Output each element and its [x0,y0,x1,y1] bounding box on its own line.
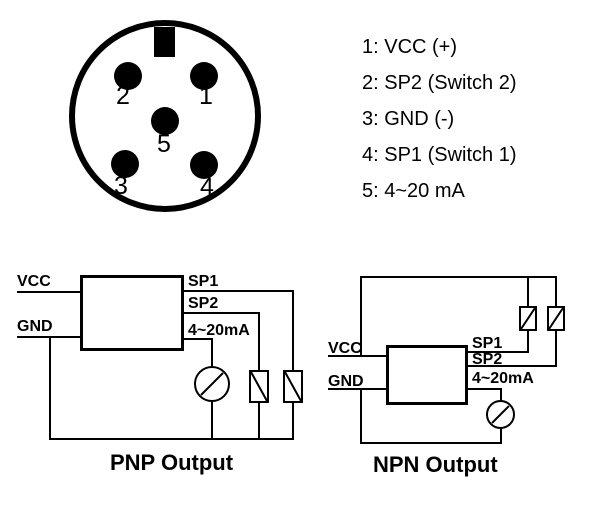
npn-load-resistor-1-icon [519,306,537,331]
pnp-gnd-drop-wire [49,336,51,440]
npn-load1-top-wire [527,276,529,306]
legend-item-4: 4: SP1 (Switch 1) [362,144,517,166]
pin-3-dot [111,150,139,178]
pin-2-number: 2 [116,82,130,110]
pin-4-number: 4 [200,173,214,201]
legend-item-5: 5: 4~20 mA [362,180,465,202]
npn-current-label: 4~20mA [472,370,534,387]
pnp-caption: PNP Output [110,450,234,475]
pin-5-number: 5 [157,130,171,158]
npn-vcc-riser-wire [360,276,362,357]
legend-item-1: 1: VCC (+) [362,36,458,58]
pnp-load-resistor-1-icon [249,370,269,403]
pnp-load1-bottom-wire [258,401,260,440]
npn-caption: NPN Output [373,452,498,477]
legend-item-2: 2: SP2 (Switch 2) [362,72,517,94]
pnp-sp2-label: SP2 [188,295,219,312]
pnp-current-wire [184,338,213,340]
npn-load-resistor-2-icon [547,306,565,331]
pnp-load-resistor-2-icon [283,370,303,403]
npn-sp2-label: SP2 [472,351,503,368]
npn-sp1-label: SP1 [472,335,503,352]
pnp-sp2-drop-wire [258,312,260,372]
pnp-meter-top-wire [211,338,213,368]
legend-item-3: 3: GND (-) [362,108,455,130]
npn-meter-bottom-wire [500,427,502,444]
pnp-sp1-drop-wire [292,290,294,372]
pnp-sp1-wire [184,290,294,292]
npn-gnd-label: GND [328,373,364,390]
npn-device-box [386,345,468,405]
pnp-meter-bottom-wire [211,400,213,440]
pnp-vcc-label: VCC [17,273,51,290]
npn-load1-bottom-wire [527,330,529,353]
npn-top-wire [360,276,557,278]
npn-meter-top-wire [500,388,502,402]
pnp-gnd-label: GND [17,318,53,335]
pnp-current-meter-icon [194,366,230,402]
npn-current-meter-icon [486,400,515,429]
pin-3-number: 3 [114,172,128,200]
pnp-sp1-label: SP1 [188,273,219,290]
npn-vcc-label: VCC [328,340,362,357]
npn-gnd-drop-wire [360,388,362,444]
npn-gnd-wire [328,388,386,390]
pnp-gnd-wire [17,336,80,338]
connector-key-notch-icon [154,27,175,57]
npn-vcc-wire [328,355,386,357]
pnp-return-wire [49,438,294,440]
pin-2-dot [114,62,142,90]
npn-sp2-wire [468,365,557,367]
pnp-vcc-wire [17,291,80,293]
pin-5-dot [151,107,179,135]
pin-4-dot [190,151,218,179]
npn-return-wire [360,442,502,444]
npn-load2-bottom-wire [555,330,557,367]
pin-1-number: 1 [199,82,213,110]
npn-current-wire [468,388,502,390]
pnp-sp2-wire [184,312,260,314]
npn-load2-top-wire [555,276,557,306]
pnp-load2-bottom-wire [292,401,294,440]
pnp-current-label: 4~20mA [188,322,250,339]
pnp-device-box [80,275,184,351]
pin-1-dot [190,62,218,90]
npn-sp1-wire [468,351,529,353]
